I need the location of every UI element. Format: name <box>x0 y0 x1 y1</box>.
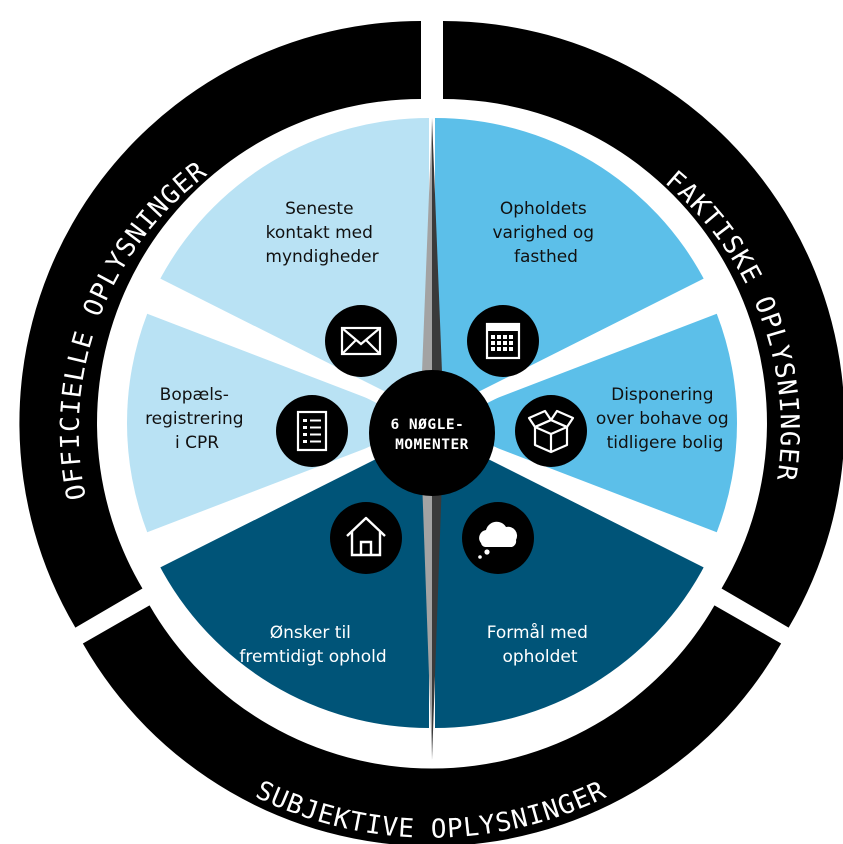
cloud-icon <box>462 502 534 574</box>
compass-needle <box>420 118 444 760</box>
label-bopaels: Bopæls- registrering i CPR <box>145 385 249 453</box>
house-icon <box>330 502 402 574</box>
ring-sector-subjektive <box>82 605 782 844</box>
label-opholdets: Opholdets varighed og fasthed <box>492 199 599 267</box>
label-formaal: Formål med opholdet <box>487 622 594 667</box>
center-hub: 6 NØGLE- MOMENTER <box>369 370 495 496</box>
label-seneste: Seneste kontakt med myndigheder <box>265 199 378 267</box>
envelope-icon <box>325 305 397 377</box>
segment-oensker <box>157 423 432 729</box>
label-oensker: Ønsker til fremtidigt ophold <box>239 623 386 667</box>
calendar-icon <box>467 305 539 377</box>
document-icon <box>276 395 348 467</box>
box-icon <box>515 395 587 467</box>
segment-formaal <box>432 423 707 729</box>
label-disponering: Disponering over bohave og tidligere bol… <box>596 385 734 453</box>
ring-sector-officielle <box>19 21 421 628</box>
outer-ring <box>19 21 843 844</box>
center-label: 6 NØGLE- MOMENTER <box>390 417 473 453</box>
ring-sector-faktiske <box>443 21 843 628</box>
